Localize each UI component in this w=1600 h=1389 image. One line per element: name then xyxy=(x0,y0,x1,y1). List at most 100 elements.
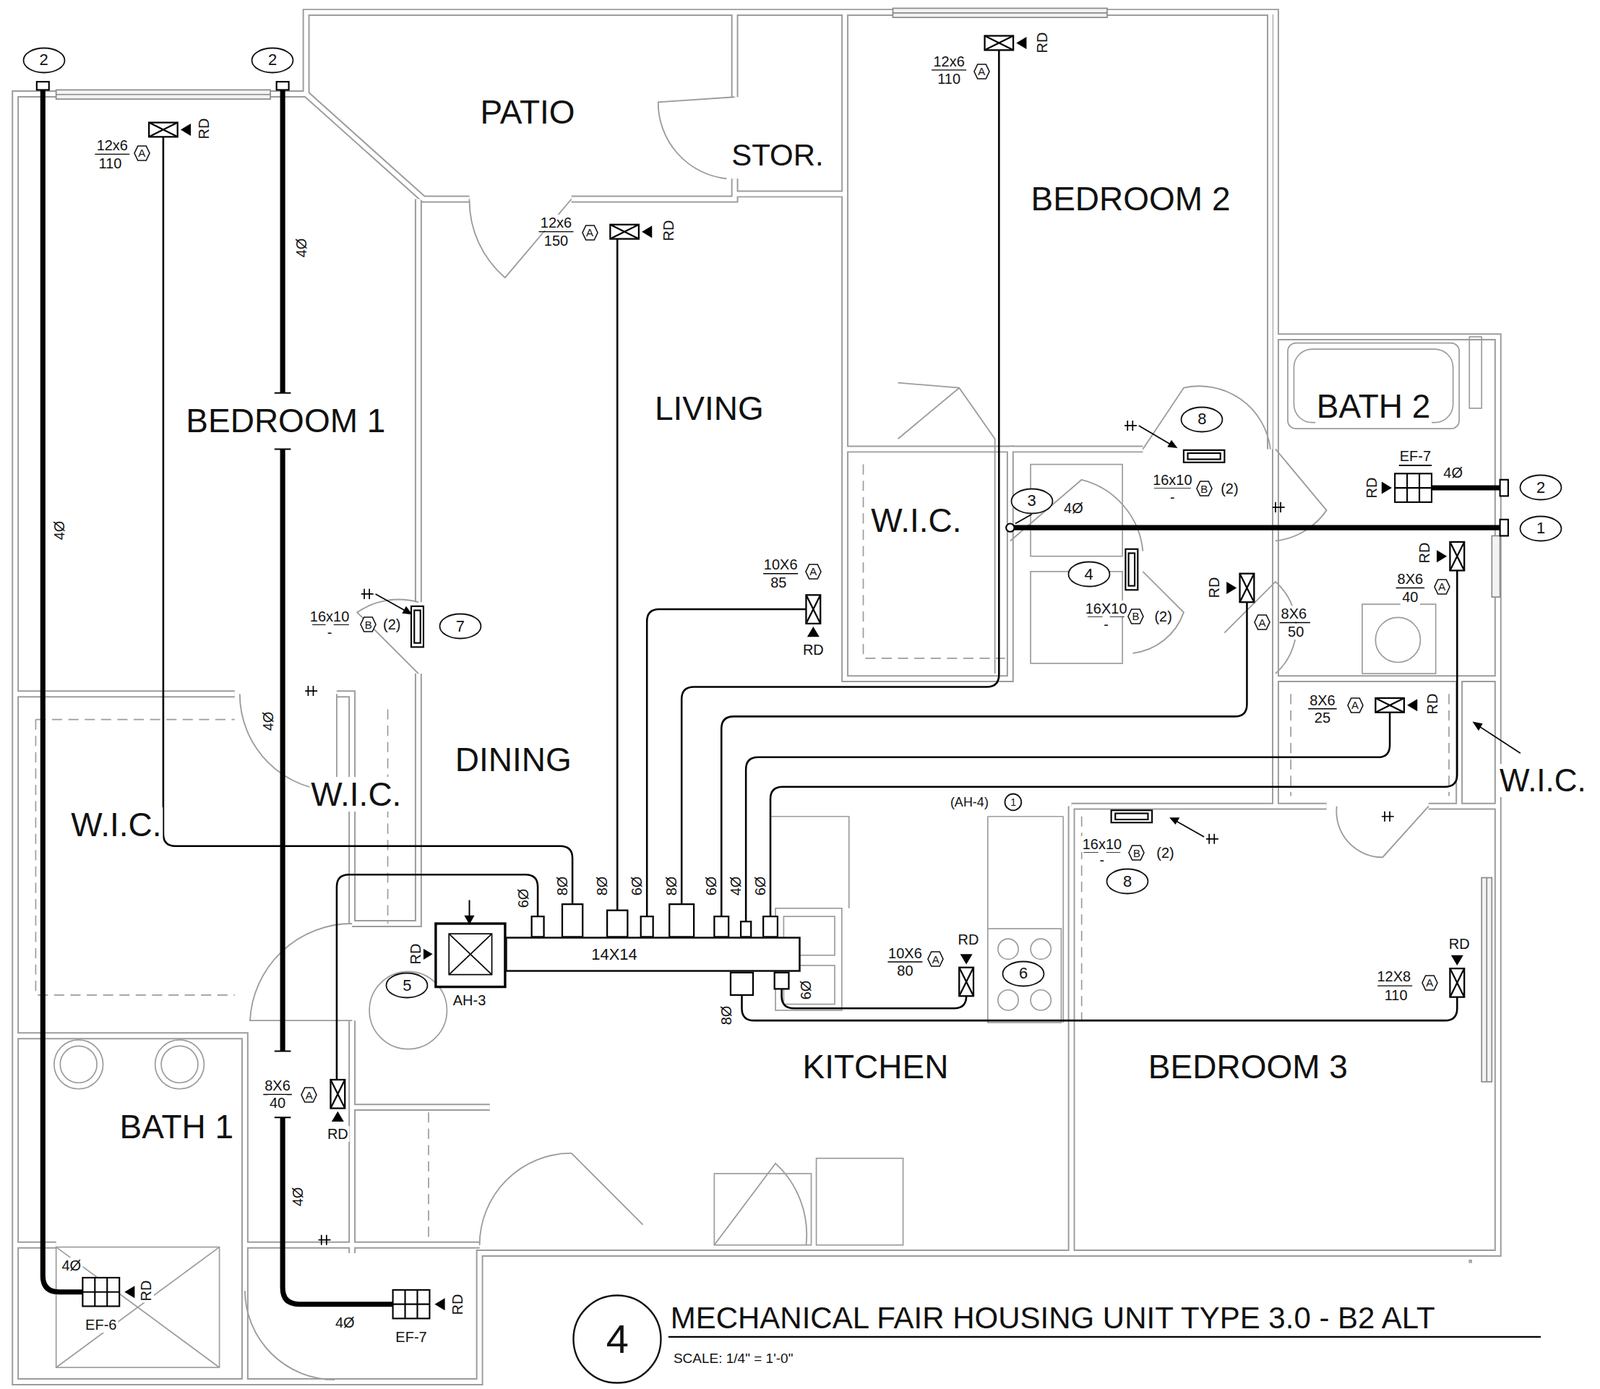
node-text: A xyxy=(586,226,594,238)
duct-collar xyxy=(730,972,754,996)
undercut-symbol xyxy=(318,1235,331,1246)
grille-count: (2) xyxy=(1154,844,1176,861)
room-name: PATIO xyxy=(478,94,576,130)
node-text: B xyxy=(1200,483,1208,495)
duct-size: 6Ø xyxy=(703,874,720,897)
node-text: 1 xyxy=(1536,520,1546,537)
callout-number: 8 xyxy=(1105,867,1150,895)
airflow-cfm: 40 xyxy=(1400,588,1420,605)
supply-diffuser xyxy=(1375,698,1405,713)
supply-duct xyxy=(163,136,573,905)
room-name: W.I.C. xyxy=(309,776,403,812)
duct-size: 6Ø xyxy=(797,978,814,1001)
damper-note: RD xyxy=(1363,475,1380,500)
node-text: A xyxy=(1351,699,1359,711)
leader-arrow xyxy=(401,606,412,615)
undercut-symbol xyxy=(1381,811,1395,822)
duct-collar xyxy=(641,916,654,937)
callout-circle xyxy=(573,1295,662,1383)
exhaust-fan xyxy=(82,1277,120,1307)
airflow-cfm: 150 xyxy=(542,232,570,249)
duct-size: 4Ø xyxy=(293,237,310,260)
node-text: 2 xyxy=(1536,479,1546,496)
node-text: 6 xyxy=(1018,965,1028,982)
duct-collar xyxy=(774,972,790,990)
equipment-tag: EF-7 xyxy=(1398,448,1433,464)
airflow-cfm: 40 xyxy=(268,1094,287,1111)
damper-note: RD xyxy=(956,931,981,948)
diffuser-type-tag: A xyxy=(805,563,822,580)
damper-note: RD xyxy=(1447,935,1472,952)
undercut-symbol xyxy=(1173,819,1204,837)
undercut-symbol xyxy=(1124,420,1137,431)
window xyxy=(1481,877,1492,1082)
duct-size: 16x10 xyxy=(1081,836,1124,853)
damper-arrow xyxy=(435,1297,446,1311)
exhaust-duct xyxy=(1010,525,1501,531)
plumbing-fixture xyxy=(155,1039,205,1090)
supply-duct xyxy=(770,570,1457,917)
scale-note: SCALE: 1/4" = 1'-0" xyxy=(673,1351,794,1366)
damper-arrow xyxy=(1016,36,1027,50)
title-underline xyxy=(668,1336,1541,1338)
duct-size: 8Ø xyxy=(718,1004,735,1027)
supply-plenum: 14X14 xyxy=(505,936,801,972)
airflow-cfm: 85 xyxy=(768,574,788,591)
node-text: A xyxy=(932,953,940,965)
duct-size: 4Ø xyxy=(289,1185,306,1209)
damper-note: RD xyxy=(449,1292,466,1316)
supply-duct xyxy=(721,601,1247,917)
duct-size: 8X6 xyxy=(1396,570,1426,587)
door-swing xyxy=(898,388,960,440)
return-grille xyxy=(1188,453,1221,459)
door-swing xyxy=(479,1153,572,1246)
duct-collar xyxy=(740,921,751,937)
damper-arrow xyxy=(1381,482,1392,495)
room-name: BEDROOM 3 xyxy=(1146,1049,1350,1085)
room-name: W.I.C. xyxy=(869,502,963,538)
room-name: BATH 1 xyxy=(117,1109,235,1144)
door-swing xyxy=(1224,581,1296,674)
undercut-symbol xyxy=(1206,833,1219,845)
damper-arrow xyxy=(1407,698,1418,712)
window xyxy=(1491,535,1500,597)
supply-diffuser xyxy=(1375,698,1405,713)
wall-cap xyxy=(36,81,1509,536)
exhaust-fan xyxy=(82,465,1432,1319)
undercut-symbol xyxy=(1476,724,1521,754)
node-text: 8 xyxy=(1123,873,1132,890)
exhaust-duct xyxy=(280,89,286,393)
duct-size: 4Ø xyxy=(1062,500,1085,516)
return-grille xyxy=(411,606,424,647)
room-name: STOR. xyxy=(729,139,826,172)
duct-size: 4Ø xyxy=(59,1257,83,1274)
supply-diffuser xyxy=(1449,968,1465,998)
damper-note: RD xyxy=(1034,31,1051,55)
duct-size: 16x10 xyxy=(1151,471,1194,488)
room-name: DINING xyxy=(453,742,574,777)
node-text: 2 xyxy=(268,52,277,68)
damper-note: RD xyxy=(325,1125,350,1142)
duct-size: 6Ø xyxy=(515,886,532,910)
duct-break xyxy=(274,393,292,1118)
airflow-cfm: 110 xyxy=(97,155,124,172)
duct-size: 8Ø xyxy=(554,874,571,897)
plumbing-fixture xyxy=(1362,604,1436,674)
return-grille xyxy=(1125,549,1138,590)
exhaust-fan xyxy=(1394,473,1432,503)
callout-ellipse xyxy=(1520,475,1562,501)
wall xyxy=(15,12,1499,1382)
leader-arrow xyxy=(1167,440,1178,449)
node-text: A xyxy=(305,1089,313,1101)
duct-size: 4Ø xyxy=(333,1314,357,1331)
return-grille xyxy=(1111,810,1152,823)
hexagon-tag xyxy=(1254,614,1270,630)
door-swing xyxy=(714,1163,807,1246)
supply-diffuser xyxy=(805,594,821,624)
duct-size: 8Ø xyxy=(594,874,610,897)
node-text: 3 xyxy=(1026,492,1036,509)
plumbing-fixture xyxy=(998,938,1019,959)
exhaust-fan xyxy=(393,1289,430,1319)
supply-diffuser xyxy=(958,967,974,997)
duct-size: 6Ø xyxy=(752,874,769,897)
